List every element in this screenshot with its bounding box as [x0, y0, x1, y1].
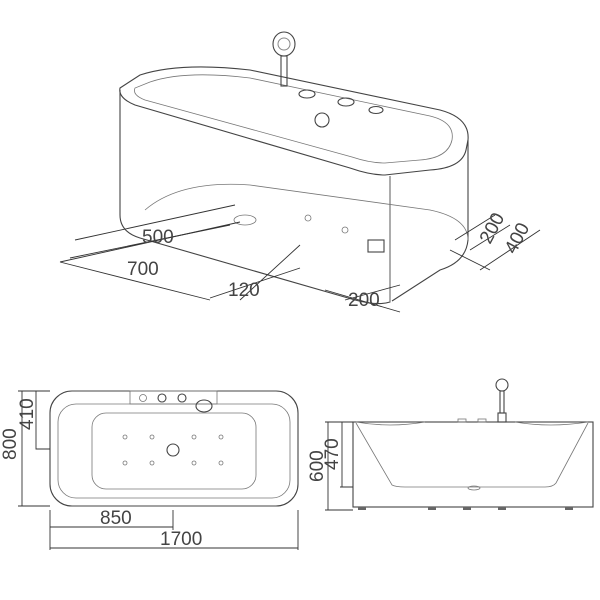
dim-line-470 [340, 421, 353, 488]
control-deck [129, 390, 218, 405]
control-knob-icon [157, 393, 167, 403]
dim-label-410: 410 [17, 398, 38, 430]
feet-icons [358, 507, 573, 510]
rim-curve [355, 421, 589, 426]
dim-line-400 [449, 229, 541, 271]
dim-line-850 [49, 510, 174, 530]
tub-floor-outline [144, 183, 469, 241]
control-knob-icon [139, 394, 147, 402]
dim-line-200-bottom [324, 284, 401, 313]
dim-line-700 [59, 221, 241, 301]
dim-line-410 [35, 391, 50, 450]
dim-label-800: 800 [0, 428, 21, 460]
overflow-drain-icon [314, 112, 330, 128]
control-knob-icon [477, 418, 487, 423]
floor-drain-icon [233, 214, 257, 226]
top-view: 800 410 850 1700 [0, 390, 299, 550]
tub-rim-inner [57, 403, 291, 499]
control-knob-icon [368, 105, 384, 115]
dim-line-200-right [454, 214, 511, 251]
dim-label-850: 850 [100, 508, 132, 529]
hand-shower-icon [272, 31, 296, 87]
jet-icon [341, 226, 349, 234]
tub-body-right [391, 140, 469, 302]
drain-icon [166, 443, 180, 457]
pump-box-icon [367, 239, 385, 253]
control-knob-icon [177, 393, 187, 403]
tub-top-rim [119, 66, 469, 176]
dim-line-120 [209, 244, 301, 301]
tub-inner-rim [134, 74, 453, 164]
dim-label-500: 500 [142, 227, 174, 248]
tub-side-outline [352, 421, 594, 508]
tub-basin-profile [355, 422, 589, 488]
dim-label-1700: 1700 [160, 529, 202, 550]
dim-label-470: 470 [322, 438, 343, 470]
jet-icons [122, 434, 224, 466]
tub-body-front [119, 90, 391, 305]
dim-line-1700 [49, 510, 299, 550]
dim-label-700: 700 [127, 259, 159, 280]
control-knob-icon [337, 97, 355, 107]
dim-line-800 [18, 390, 50, 507]
drain-icon [467, 485, 481, 491]
tub-basin [91, 412, 257, 490]
control-knob-icon [457, 418, 467, 423]
control-knob-icon [298, 89, 316, 99]
hand-shower-icon [495, 378, 509, 423]
side-view: 600 470 [307, 378, 594, 511]
dim-label-600: 600 [307, 450, 328, 482]
dim-label-120: 120 [228, 280, 260, 301]
isometric-view: 500 700 120 200 200 400 [59, 31, 541, 313]
shower-holder-icon [195, 399, 213, 413]
jet-icon [304, 214, 312, 222]
dim-label-200-bottom: 200 [348, 290, 380, 311]
